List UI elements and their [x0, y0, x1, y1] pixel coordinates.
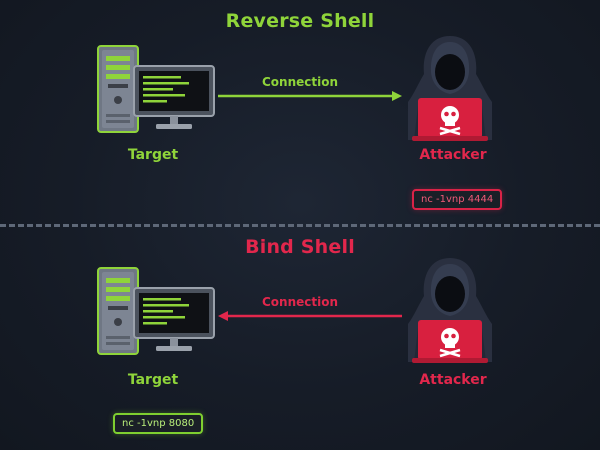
bind-connection-arrow	[218, 311, 402, 321]
bind-attacker-icon	[408, 258, 492, 363]
arrow-icon	[218, 91, 402, 101]
monitor-icon	[133, 65, 215, 129]
server-tower-icon	[97, 267, 139, 355]
arrow-icon	[218, 311, 402, 321]
reverse-attacker-icon	[408, 36, 492, 141]
reverse-shell-title: Reverse Shell	[225, 10, 375, 32]
bind-shell-title: Bind Shell	[245, 236, 355, 258]
bind-attacker-label: Attacker	[419, 372, 487, 388]
bind-target-label: Target	[127, 372, 179, 388]
reverse-listener-command: nc -1vnp 4444	[412, 189, 503, 210]
skull-icon	[439, 328, 461, 358]
target-computer-icon	[97, 45, 215, 133]
bind-listener-command: nc -1vnp 8080	[113, 413, 204, 434]
reverse-attacker-label: Attacker	[419, 147, 487, 163]
section-divider	[0, 224, 600, 227]
reverse-connection-label: Connection	[261, 75, 339, 89]
server-tower-icon	[97, 45, 139, 133]
reverse-target-label: Target	[127, 147, 179, 163]
bind-target-computer-icon	[97, 267, 215, 355]
monitor-icon	[133, 287, 215, 351]
bind-connection-label: Connection	[261, 295, 339, 309]
reverse-connection-arrow	[218, 91, 402, 101]
skull-icon	[439, 106, 461, 136]
